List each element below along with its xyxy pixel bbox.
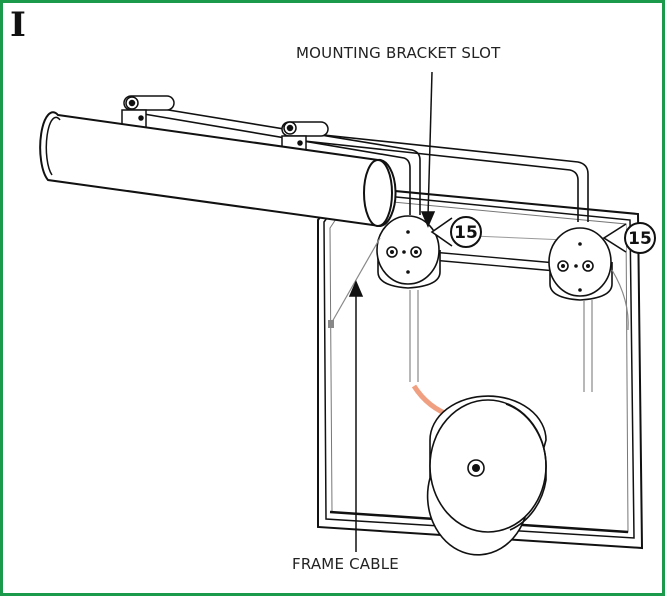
frame-cable bbox=[328, 237, 629, 331]
right-screw-callout: 15 bbox=[602, 222, 656, 254]
lamp-arms bbox=[131, 103, 589, 222]
left-screw-ref-text: 15 bbox=[454, 223, 478, 243]
base-puck bbox=[426, 395, 547, 556]
right-screw-ref-text: 15 bbox=[628, 229, 652, 249]
left-screw-callout: 15 bbox=[430, 216, 482, 248]
right-mounting-bracket bbox=[548, 227, 613, 301]
step-letter: I bbox=[10, 5, 26, 45]
lamp-shade bbox=[39, 111, 397, 228]
frame-cable-label: FRAME CABLE bbox=[292, 555, 399, 573]
mounting-bracket-slot-label: MOUNTING BRACKET SLOT bbox=[296, 44, 501, 62]
arm-clamps bbox=[121, 95, 329, 155]
callout-pointers bbox=[348, 71, 436, 552]
left-mounting-bracket bbox=[376, 215, 441, 289]
